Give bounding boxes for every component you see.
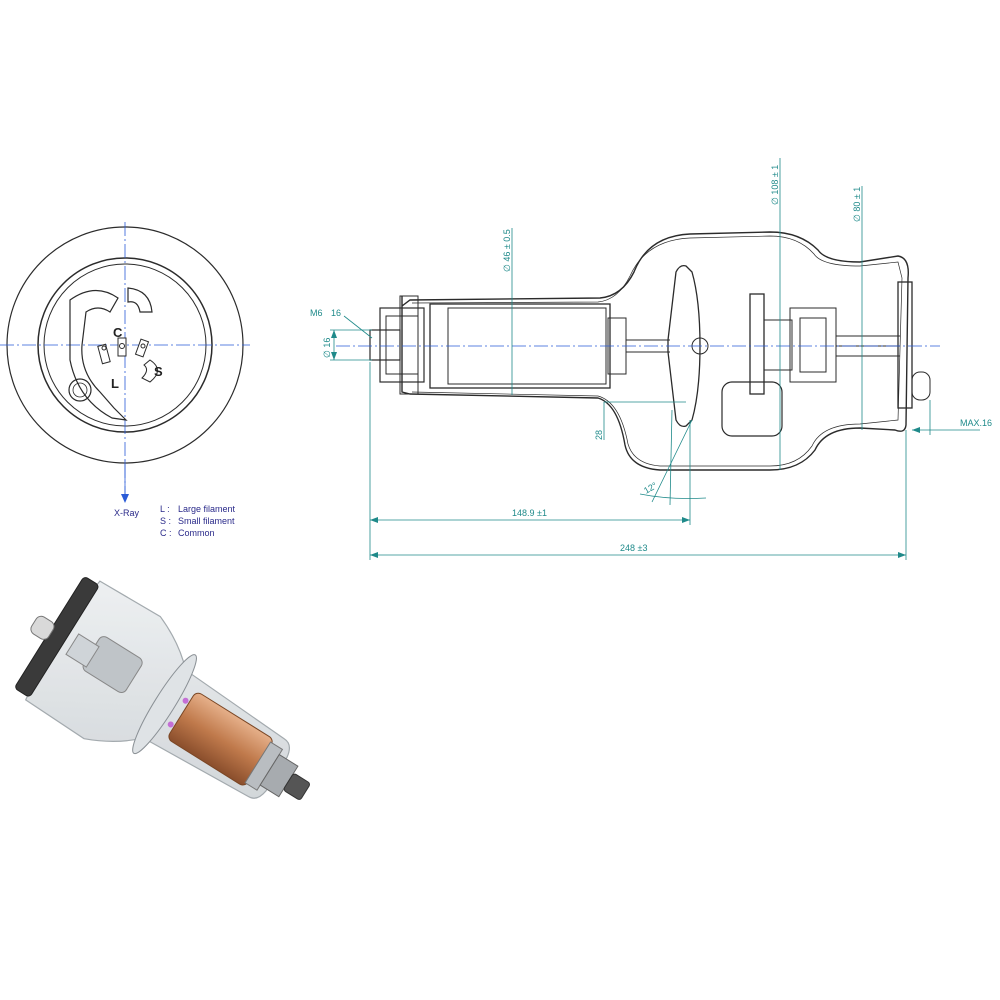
label-c: C [113, 325, 123, 340]
label-s: S [154, 364, 163, 379]
legend-key-large: L : [160, 504, 170, 514]
label-l: L [111, 376, 119, 391]
dim-d46: ∅ 46 ± 0.5 [502, 229, 512, 272]
dim-28: 28 [594, 430, 604, 440]
dim-d108: ∅ 108 ± 1 [770, 165, 780, 205]
tube-3d-render [15, 577, 310, 800]
cathode-cup-block [721, 381, 783, 437]
base-stud [369, 329, 401, 361]
arrowheads [331, 330, 920, 558]
render-bearing-1 [182, 697, 189, 704]
dim-m6-depth: 16 [331, 308, 341, 318]
dim-d80: ∅ 80 ± 1 [852, 187, 862, 222]
side-view [330, 158, 980, 560]
dimension-labels: M6 16 ∅ 16 ∅ 46 ± 0.5 ∅ 108 ± 1 ∅ 80 ± 1… [310, 165, 992, 553]
dim-angle-line-2 [651, 419, 693, 503]
dim-m6: M6 [310, 308, 323, 318]
legend-key-common: C : [160, 528, 172, 538]
render-stud [283, 773, 310, 800]
dim-248: 248 ±3 [620, 543, 647, 553]
render-anode [132, 654, 197, 755]
port-circle-inner [72, 382, 88, 398]
dim-148: 148.9 ±1 [512, 508, 547, 518]
dimension-lines [330, 158, 980, 560]
end-pin [911, 371, 931, 401]
dim-d16: ∅ 16 [322, 338, 332, 358]
cathode-arc-right-2 [141, 359, 158, 383]
cathode-head [789, 307, 837, 383]
end-cap [897, 281, 913, 409]
legend-text-small: Small filament [178, 516, 235, 526]
legend-text-common: Common [178, 528, 215, 538]
dim-line-m6 [343, 315, 373, 339]
cathode-head-inner [799, 317, 827, 373]
glass-inner [411, 235, 903, 467]
legend: L : Large filament S : Small filament C … [160, 504, 236, 538]
legend-key-small: S : [160, 516, 171, 526]
cathode-plate [749, 293, 765, 395]
xray-arrow-head [121, 494, 129, 503]
cathode-cup [69, 289, 128, 421]
render-endpin [30, 615, 55, 640]
dim-angle-arc [639, 493, 707, 499]
render-cathode-2 [65, 633, 100, 668]
filaments [97, 337, 150, 365]
dim-max16: MAX.16 [960, 418, 992, 428]
glass-envelope [401, 231, 909, 471]
xray-label: X-Ray [114, 508, 140, 518]
render-bearing-2 [167, 721, 174, 728]
cathode-arc-right [127, 287, 153, 313]
dim-angle-line-1 [669, 409, 673, 506]
port-circle [68, 378, 92, 402]
base-flange [379, 307, 425, 383]
cathode-support [763, 319, 793, 371]
front-view: C L S X-Ray L : Large filament S : Small… [0, 222, 250, 538]
base-collar [399, 295, 419, 395]
legend-text-large: Large filament [178, 504, 236, 514]
